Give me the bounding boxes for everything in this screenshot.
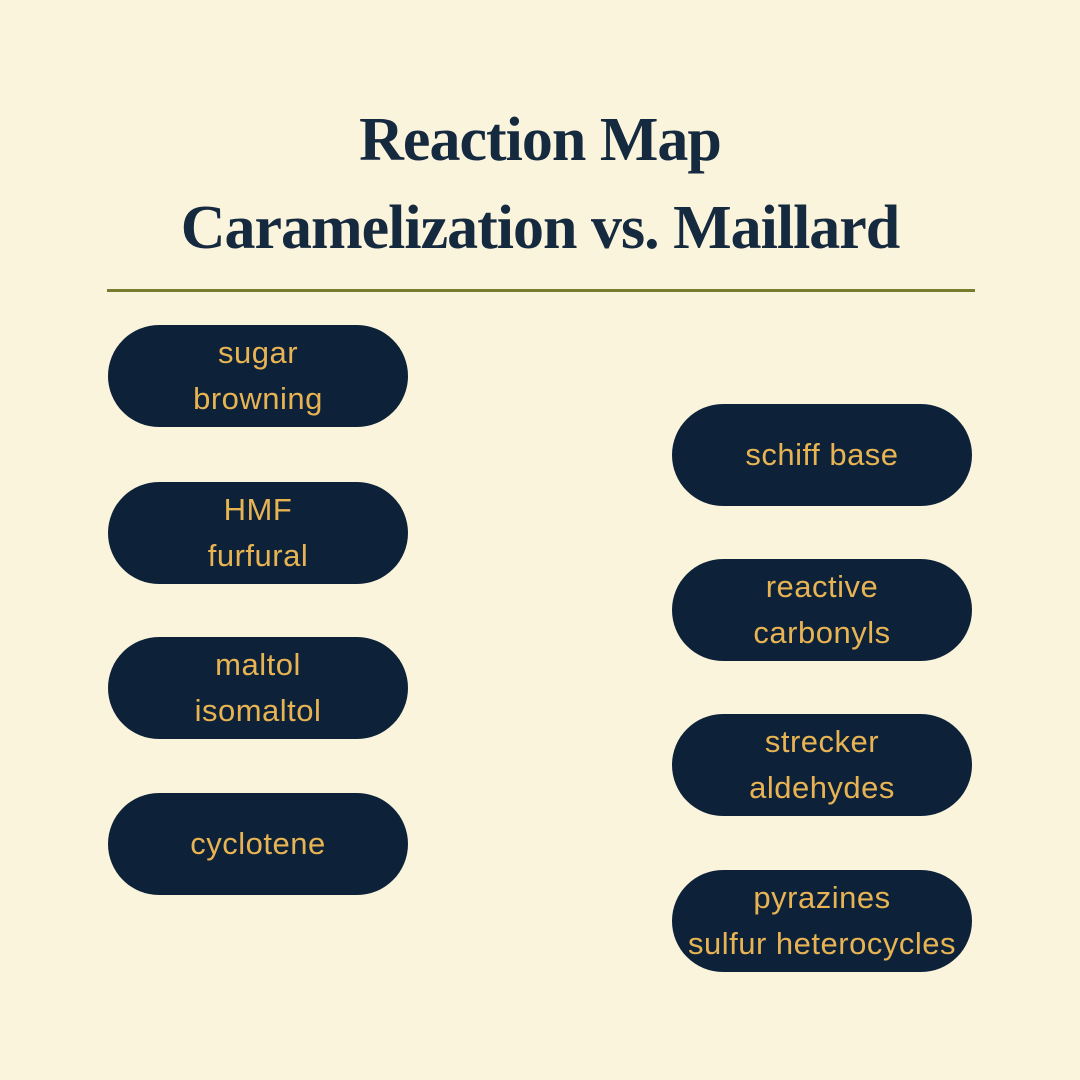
pill-label-line: schiff base (745, 437, 899, 472)
pill-maltol-isomaltol: maltol isomaltol (108, 637, 408, 739)
pill-label-line: pyrazines (753, 880, 891, 915)
pill-hmf-furfural: HMF furfural (108, 482, 408, 584)
pill-strecker-aldehydes: strecker aldehydes (672, 714, 972, 816)
pill-label-line: carbonyls (753, 615, 891, 650)
pill-reactive-carbonyls: reactive carbonyls (672, 559, 972, 661)
pill-label-line: furfural (207, 538, 309, 573)
pill-label-line: sugar (217, 335, 299, 370)
pill-label-line: maltol (215, 647, 301, 682)
pill-sugar-browning: sugar browning (108, 325, 408, 427)
pill-label-line: sulfur heterocycles (688, 926, 956, 961)
pill-label-line: strecker (764, 724, 880, 759)
title-line-1: Reaction Map (359, 106, 722, 174)
pill-label-line: browning (193, 381, 323, 416)
pill-label-line: isomaltol (194, 693, 322, 728)
title-line-2: Caramelization vs. Maillard (180, 194, 901, 262)
page-title: Reaction Map Caramelization vs. Maillard (0, 96, 1080, 272)
pill-label-line: HMF (223, 492, 293, 527)
pill-label-line: reactive (765, 569, 879, 604)
pill-label-line: cyclotene (190, 826, 326, 861)
pill-pyrazines-sulfur-heterocycles: pyrazines sulfur heterocycles (672, 870, 972, 972)
title-divider (107, 289, 975, 292)
pill-label-line: aldehydes (749, 770, 895, 805)
pill-cyclotene: cyclotene (108, 793, 408, 895)
pill-schiff-base: schiff base (672, 404, 972, 506)
